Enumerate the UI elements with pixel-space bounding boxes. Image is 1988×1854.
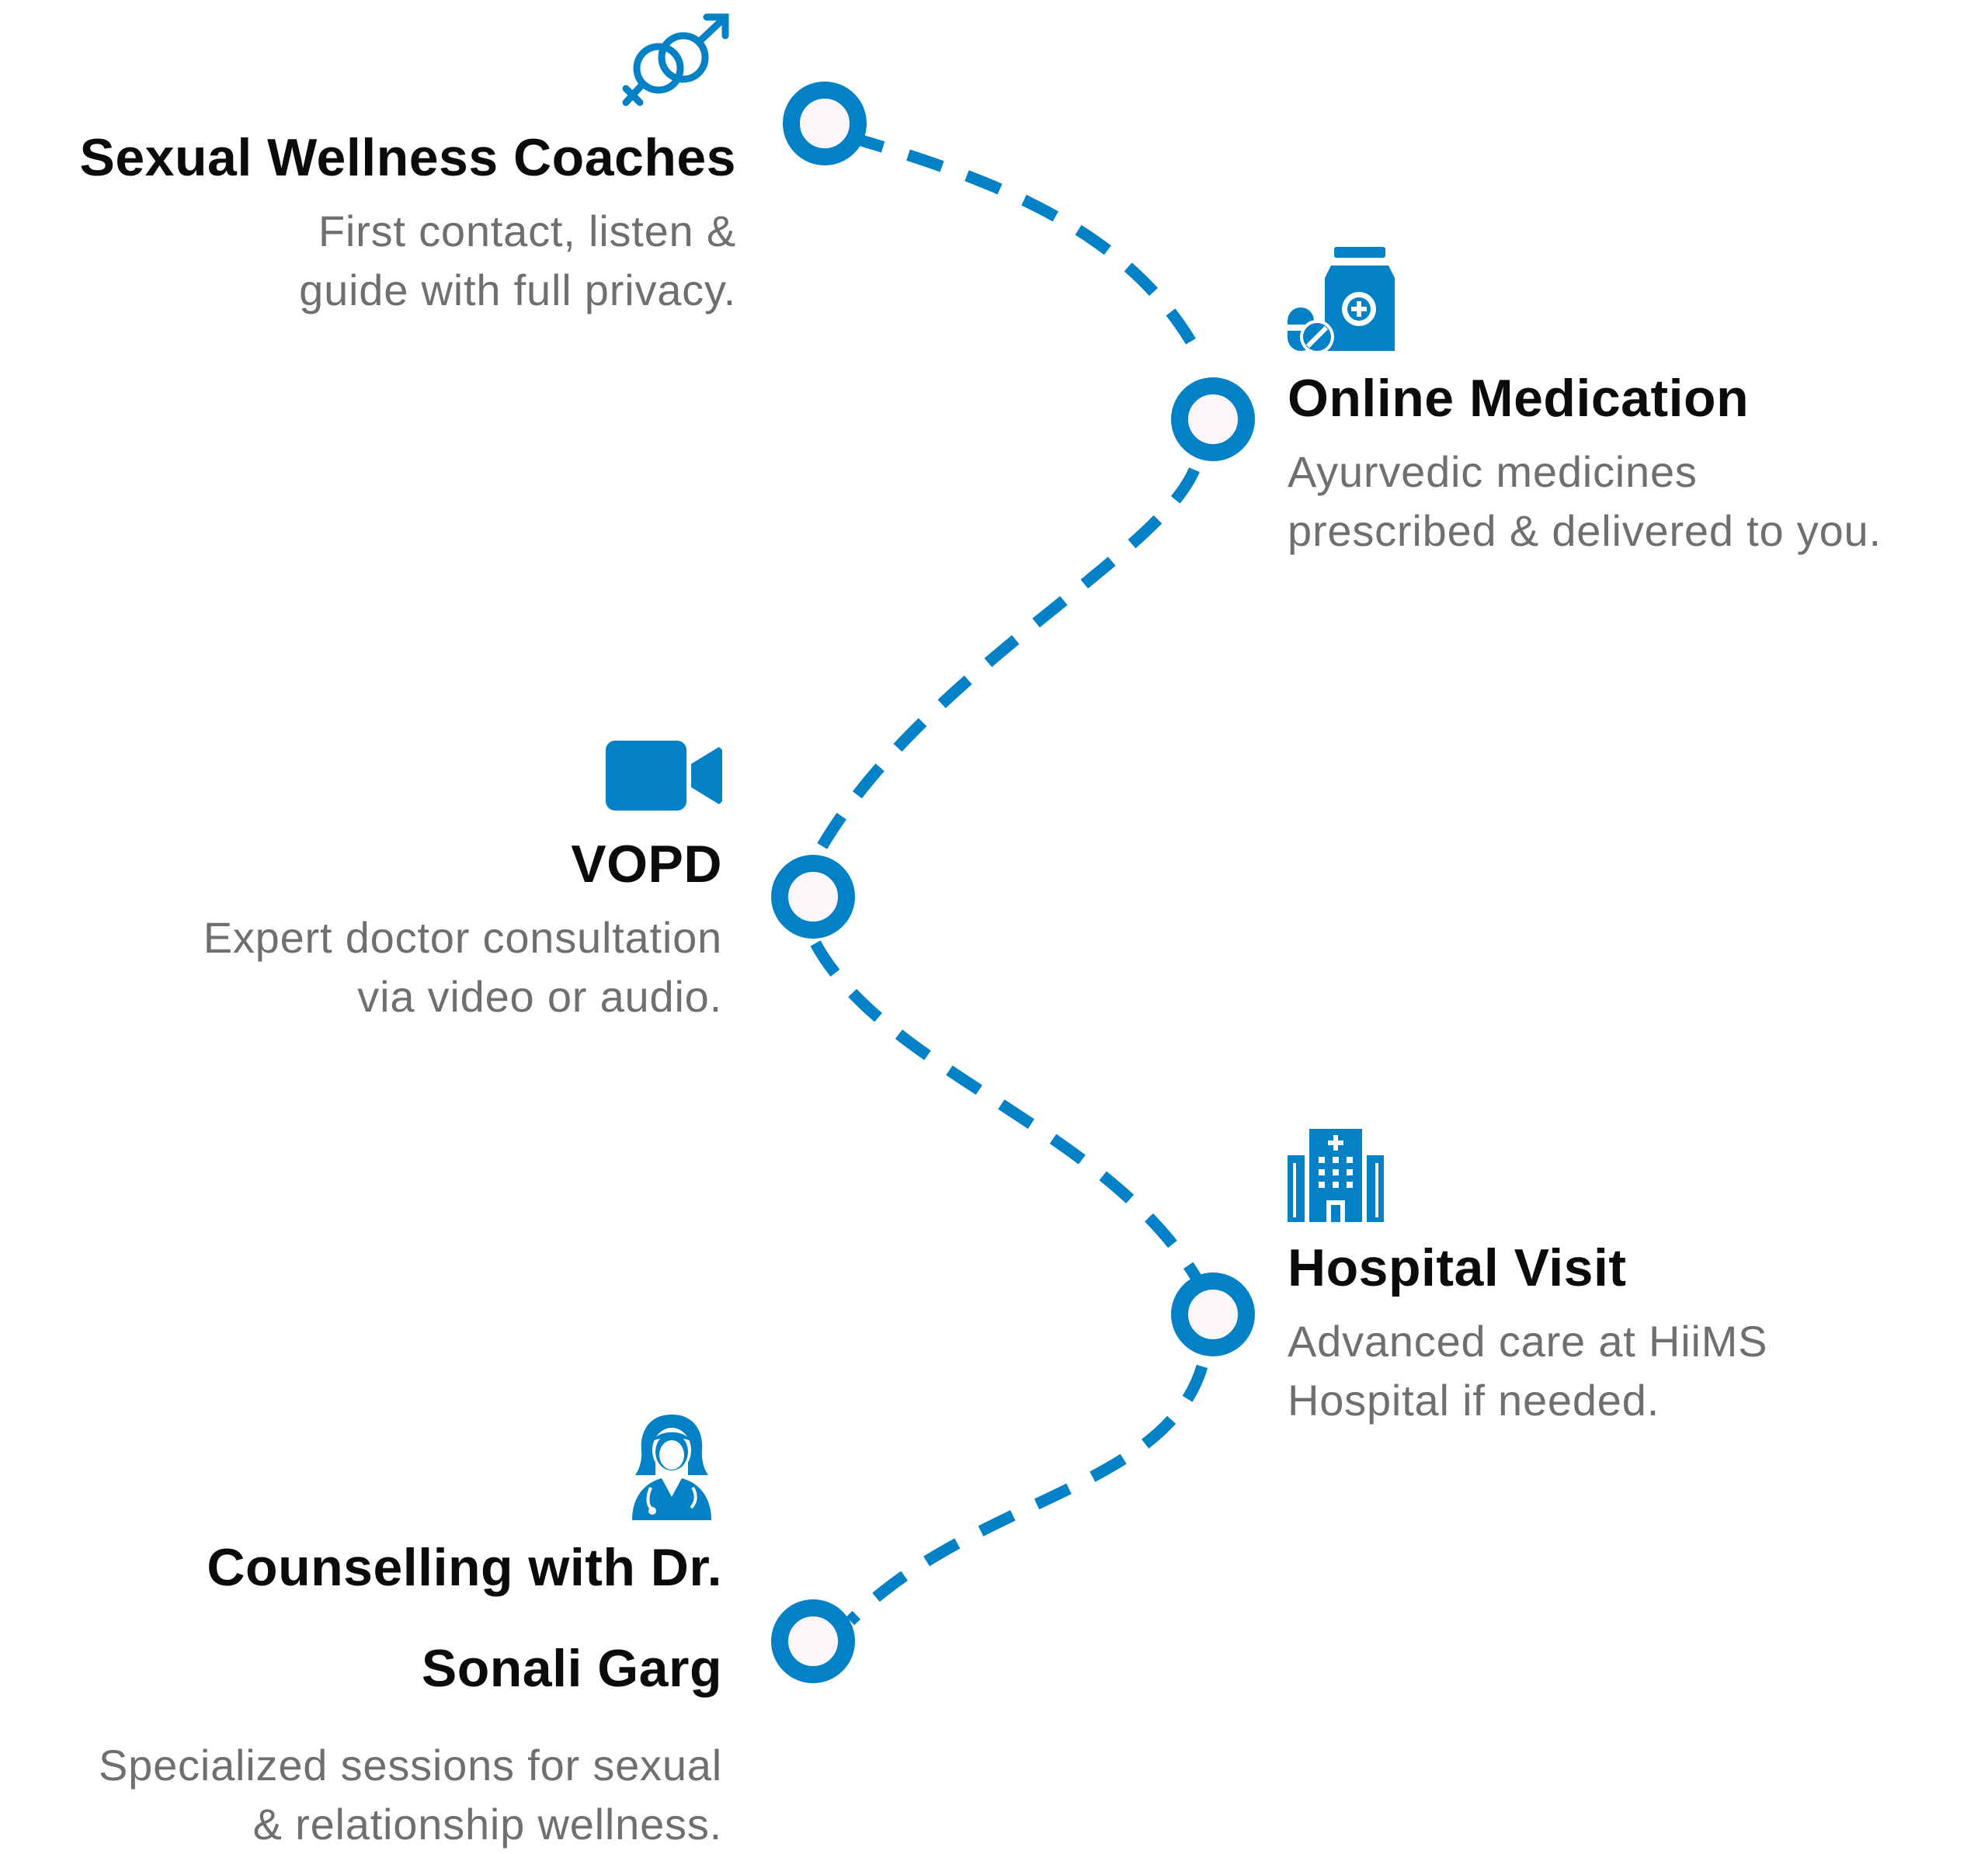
connector-2-3 <box>810 467 1200 861</box>
step-online-medication: Online Medication Ayurvedic medicines pr… <box>1288 247 1955 561</box>
female-doctor-icon <box>632 1415 711 1520</box>
hospital-building-icon <box>1288 1129 1384 1222</box>
connector-3-4 <box>810 940 1201 1280</box>
step-title-line-1: Counselling with Dr. <box>207 1538 722 1597</box>
step-title: VOPD <box>571 835 722 894</box>
step-description-line-2: via video or audio. <box>357 972 722 1021</box>
step-title-line-2: Sonali Garg <box>421 1639 722 1698</box>
medicine-bottle-icon <box>1288 247 1395 354</box>
step-description-line-1: Expert doctor consultation <box>203 913 722 962</box>
timeline-node-3 <box>771 855 855 939</box>
step-description-line-2: guide with full privacy. <box>299 266 736 314</box>
step-description-line-2: Hospital if needed. <box>1288 1376 1660 1425</box>
timeline-node-2 <box>1171 377 1255 461</box>
step-title: Sexual Wellness Coaches <box>79 128 736 187</box>
step-vopd: VOPD Expert doctor consultation via vide… <box>23 741 722 1026</box>
step-description-line-1: First contact, listen & <box>318 207 736 255</box>
step-hospital-visit: Hospital Visit Advanced care at HiiMS Ho… <box>1288 1129 1924 1430</box>
video-camera-icon <box>606 741 722 811</box>
step-title: Hospital Visit <box>1288 1238 1627 1297</box>
step-description-line-1: Specialized sessions for sexual <box>99 1741 722 1790</box>
step-counselling: Counselling with Dr. Sonali Garg Special… <box>0 1415 722 1854</box>
step-description-line-1: Ayurvedic medicines <box>1288 447 1698 496</box>
step-description-line-2: prescribed & delivered to you. <box>1288 506 1882 555</box>
step-sexual-wellness-coaches: Sexual Wellness Coaches First contact, l… <box>0 13 736 320</box>
step-description-line-1: Advanced care at HiiMS <box>1288 1317 1768 1366</box>
step-title: Online Medication <box>1288 369 1750 428</box>
connector-1-2 <box>846 130 1205 360</box>
gender-symbols-icon <box>622 13 729 106</box>
timeline-node-1 <box>783 82 867 165</box>
timeline-node-5 <box>771 1599 855 1683</box>
step-description-line-2: & relationship wellness. <box>252 1800 722 1849</box>
connector-4-5 <box>846 1364 1208 1626</box>
timeline-node-4 <box>1171 1272 1255 1356</box>
